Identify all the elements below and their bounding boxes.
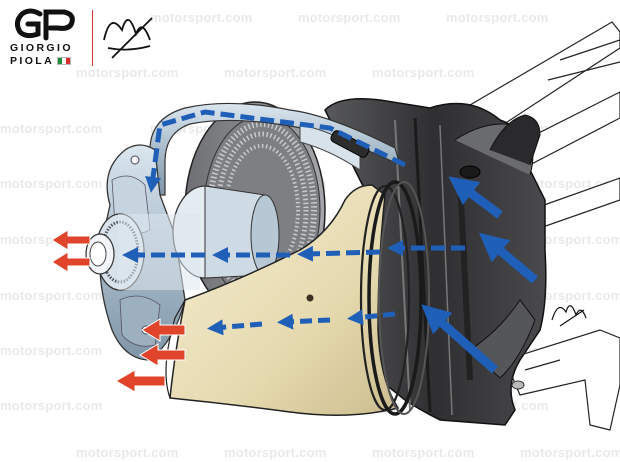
logo-name-line1: GIORGIO	[10, 42, 73, 54]
airflow-arrow	[478, 232, 538, 284]
airflow-arrow	[145, 109, 407, 193]
hot-air-exit-arrows	[51, 229, 186, 393]
giorgio-piola-logo: GIORGIO PIOLA	[10, 6, 94, 70]
suspension-wishbone-lower	[504, 329, 620, 431]
airflow-arrow	[277, 313, 331, 330]
airflow-arrow	[347, 309, 396, 326]
logo-divider	[92, 10, 93, 66]
artist-signature-small-icon	[551, 305, 587, 327]
artist-signature-icon	[103, 17, 153, 59]
brake-drum-fairing	[165, 180, 430, 416]
exit-arrow	[51, 229, 91, 251]
airflow-arrow	[207, 319, 263, 336]
exit-arrow	[139, 343, 186, 367]
airflow-arrow	[448, 176, 503, 219]
italian-flag-icon	[57, 57, 72, 66]
logo-wordmark: GIORGIO PIOLA	[10, 42, 73, 68]
brake-cooling-channel	[149, 102, 401, 196]
airflow-arrow	[297, 245, 381, 262]
gp-logo-icon	[14, 8, 75, 41]
logo-name-line2: PIOLA	[10, 55, 73, 68]
airflow-arrow	[421, 304, 498, 374]
logo-surname: PIOLA	[10, 55, 55, 67]
exit-arrow	[51, 251, 91, 273]
airflow-arrows	[121, 109, 538, 374]
exit-arrow	[115, 369, 166, 393]
exit-arrow	[141, 318, 186, 342]
